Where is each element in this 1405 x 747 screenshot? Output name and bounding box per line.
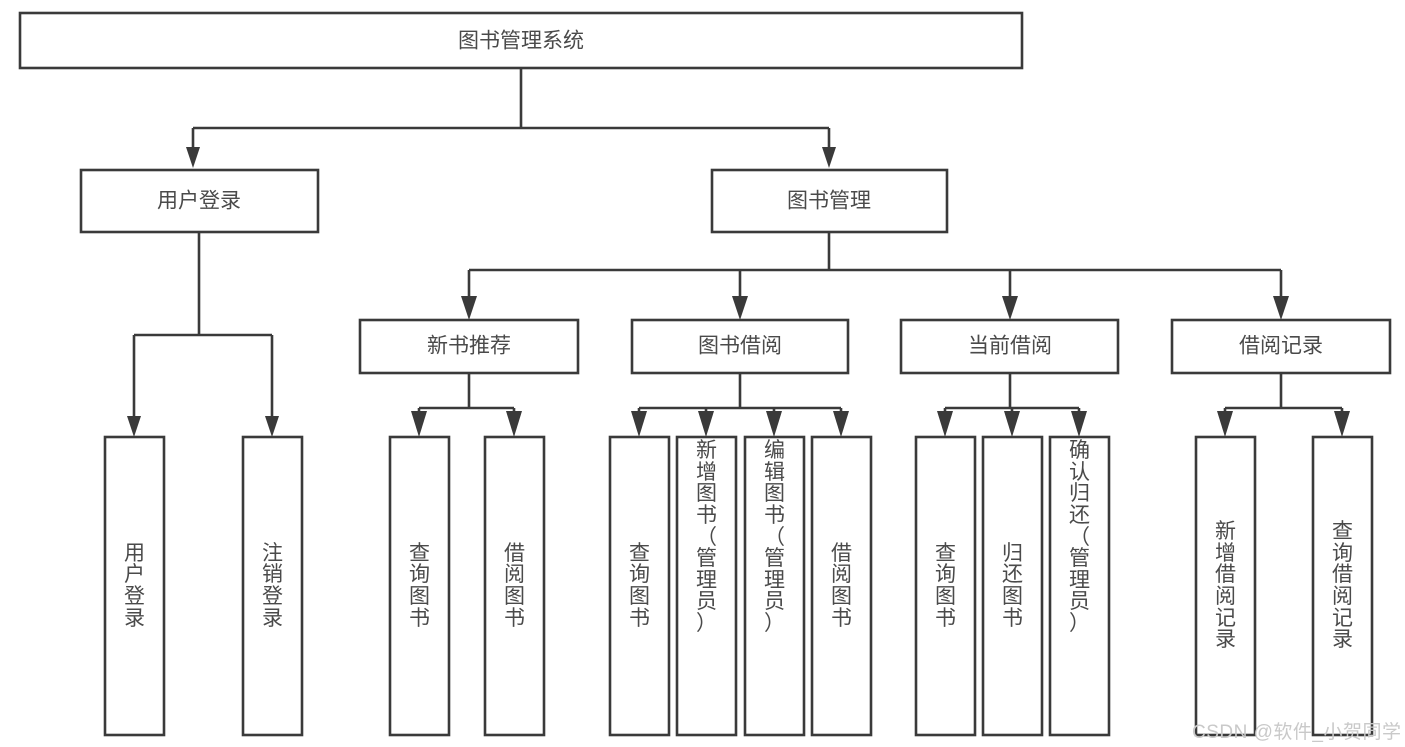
connector-borrow-record-to-leaves: [1217, 373, 1350, 437]
node-user-login-box: [79, 168, 320, 234]
leaf-box-return-book[interactable]: [981, 435, 1044, 737]
node-book-borrow-label: 图书借阅: [698, 335, 782, 358]
leaf-box-borrow-book-1[interactable]: [483, 435, 546, 737]
node-current-borrow-label: 当前借阅: [968, 335, 1052, 358]
connector-book-borrow-to-leaves: [631, 373, 849, 437]
connector-root-to-level2: [186, 68, 836, 168]
node-root-box: [18, 11, 1024, 70]
node-book-borrow[interactable]: 图书借阅: [630, 318, 850, 375]
node-user-login-label: 用户登录: [157, 190, 241, 213]
node-book-management[interactable]: 图书管理: [710, 168, 949, 234]
node-user-login[interactable]: 用户登录: [79, 168, 320, 234]
leaf-box-query-book-2[interactable]: [608, 435, 671, 737]
leaf-box-user-login[interactable]: [103, 435, 166, 737]
leaf-box-borrow-book-2[interactable]: [810, 435, 873, 737]
node-new-book-recommend[interactable]: 新书推荐: [358, 318, 580, 375]
leaf-box-logout[interactable]: [241, 435, 304, 737]
connector-current-borrow-to-leaves: [937, 373, 1087, 437]
node-root-label: 图书管理系统: [458, 30, 584, 53]
node-new-book-recommend-label: 新书推荐: [427, 335, 511, 358]
connector-user-login-to-leaves: [127, 232, 279, 437]
leaf-box-add-book[interactable]: [675, 435, 738, 737]
leaf-box-query-book-3[interactable]: [914, 435, 977, 737]
leaf-box-add-record[interactable]: [1194, 435, 1257, 737]
leaf-box-query-record[interactable]: [1311, 435, 1374, 737]
leaf-box-query-book-1[interactable]: [388, 435, 451, 737]
node-new-book-recommend-box: [358, 318, 580, 375]
node-current-borrow-box: [899, 318, 1120, 375]
leaf-box-edit-book[interactable]: [743, 435, 806, 737]
node-borrow-record-label: 借阅记录: [1239, 335, 1323, 358]
csdn-watermark: CSDN @软件_小贺同学: [1192, 722, 1402, 743]
node-book-management-label: 图书管理: [787, 190, 871, 213]
connector-book-management-to-level3: [461, 232, 1289, 320]
connector-new-book-recommend-to-leaves: [411, 373, 522, 437]
node-current-borrow[interactable]: 当前借阅: [899, 318, 1120, 375]
node-borrow-record[interactable]: 借阅记录: [1170, 318, 1392, 375]
node-root[interactable]: 图书管理系统: [18, 11, 1024, 70]
leaf-box-confirm-return[interactable]: [1048, 435, 1111, 737]
